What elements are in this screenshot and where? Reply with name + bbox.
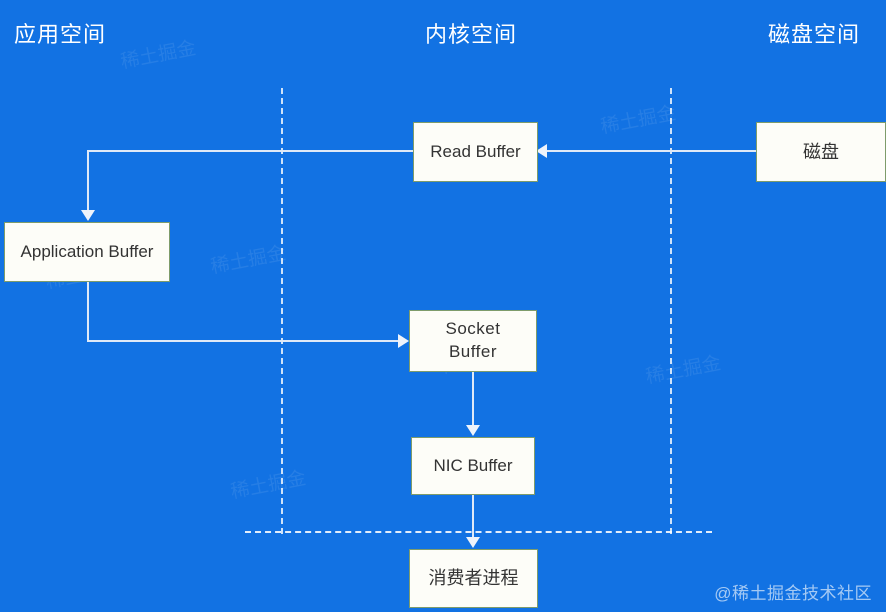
- node-read-buffer[interactable]: Read Buffer: [413, 122, 538, 182]
- edge-disk-to-read-buffer-line: [545, 150, 757, 152]
- watermark-faint: 稀土掘金: [644, 352, 723, 389]
- node-nic-buffer[interactable]: NIC Buffer: [411, 437, 535, 495]
- edge-read-buffer-to-app-buffer-vertical: [87, 150, 89, 212]
- node-disk[interactable]: 磁盘: [756, 122, 886, 182]
- watermark-faint: 稀土掘金: [119, 37, 198, 74]
- edge-socket-buffer-to-nic-buffer-arrowhead: [466, 425, 480, 436]
- node-application-buffer[interactable]: Application Buffer: [4, 222, 170, 282]
- node-consumer-process[interactable]: 消费者进程: [409, 549, 538, 608]
- edge-app-buffer-to-socket-buffer-vertical: [87, 282, 89, 342]
- divider-application-kernel: [281, 88, 283, 534]
- watermark-faint: 稀土掘金: [209, 242, 288, 279]
- edge-read-buffer-to-app-buffer-horizontal: [87, 150, 414, 152]
- edge-app-buffer-to-socket-buffer-arrowhead: [398, 334, 409, 348]
- edge-nic-buffer-to-consumer-line: [472, 495, 474, 540]
- watermark-juejin: @稀土掘金技术社区: [714, 584, 872, 603]
- edge-app-buffer-to-socket-buffer-horizontal: [87, 340, 403, 342]
- watermark-faint: 稀土掘金: [599, 102, 678, 139]
- section-label-kernel-space: 内核空间: [425, 22, 518, 47]
- section-label-application-space: 应用空间: [14, 22, 107, 47]
- edge-read-buffer-to-app-buffer-arrowhead: [81, 210, 95, 221]
- edge-socket-buffer-to-nic-buffer-line: [472, 372, 474, 427]
- edge-nic-buffer-to-consumer-arrowhead: [466, 537, 480, 548]
- section-label-disk-space: 磁盘空间: [768, 22, 861, 47]
- node-socket-buffer[interactable]: Socket Buffer: [409, 310, 537, 372]
- watermark-faint: 稀土掘金: [229, 467, 308, 504]
- divider-kernel-disk: [670, 88, 672, 534]
- edge-disk-to-read-buffer-arrowhead: [536, 144, 547, 158]
- divider-kernel-user-bottom: [245, 531, 712, 533]
